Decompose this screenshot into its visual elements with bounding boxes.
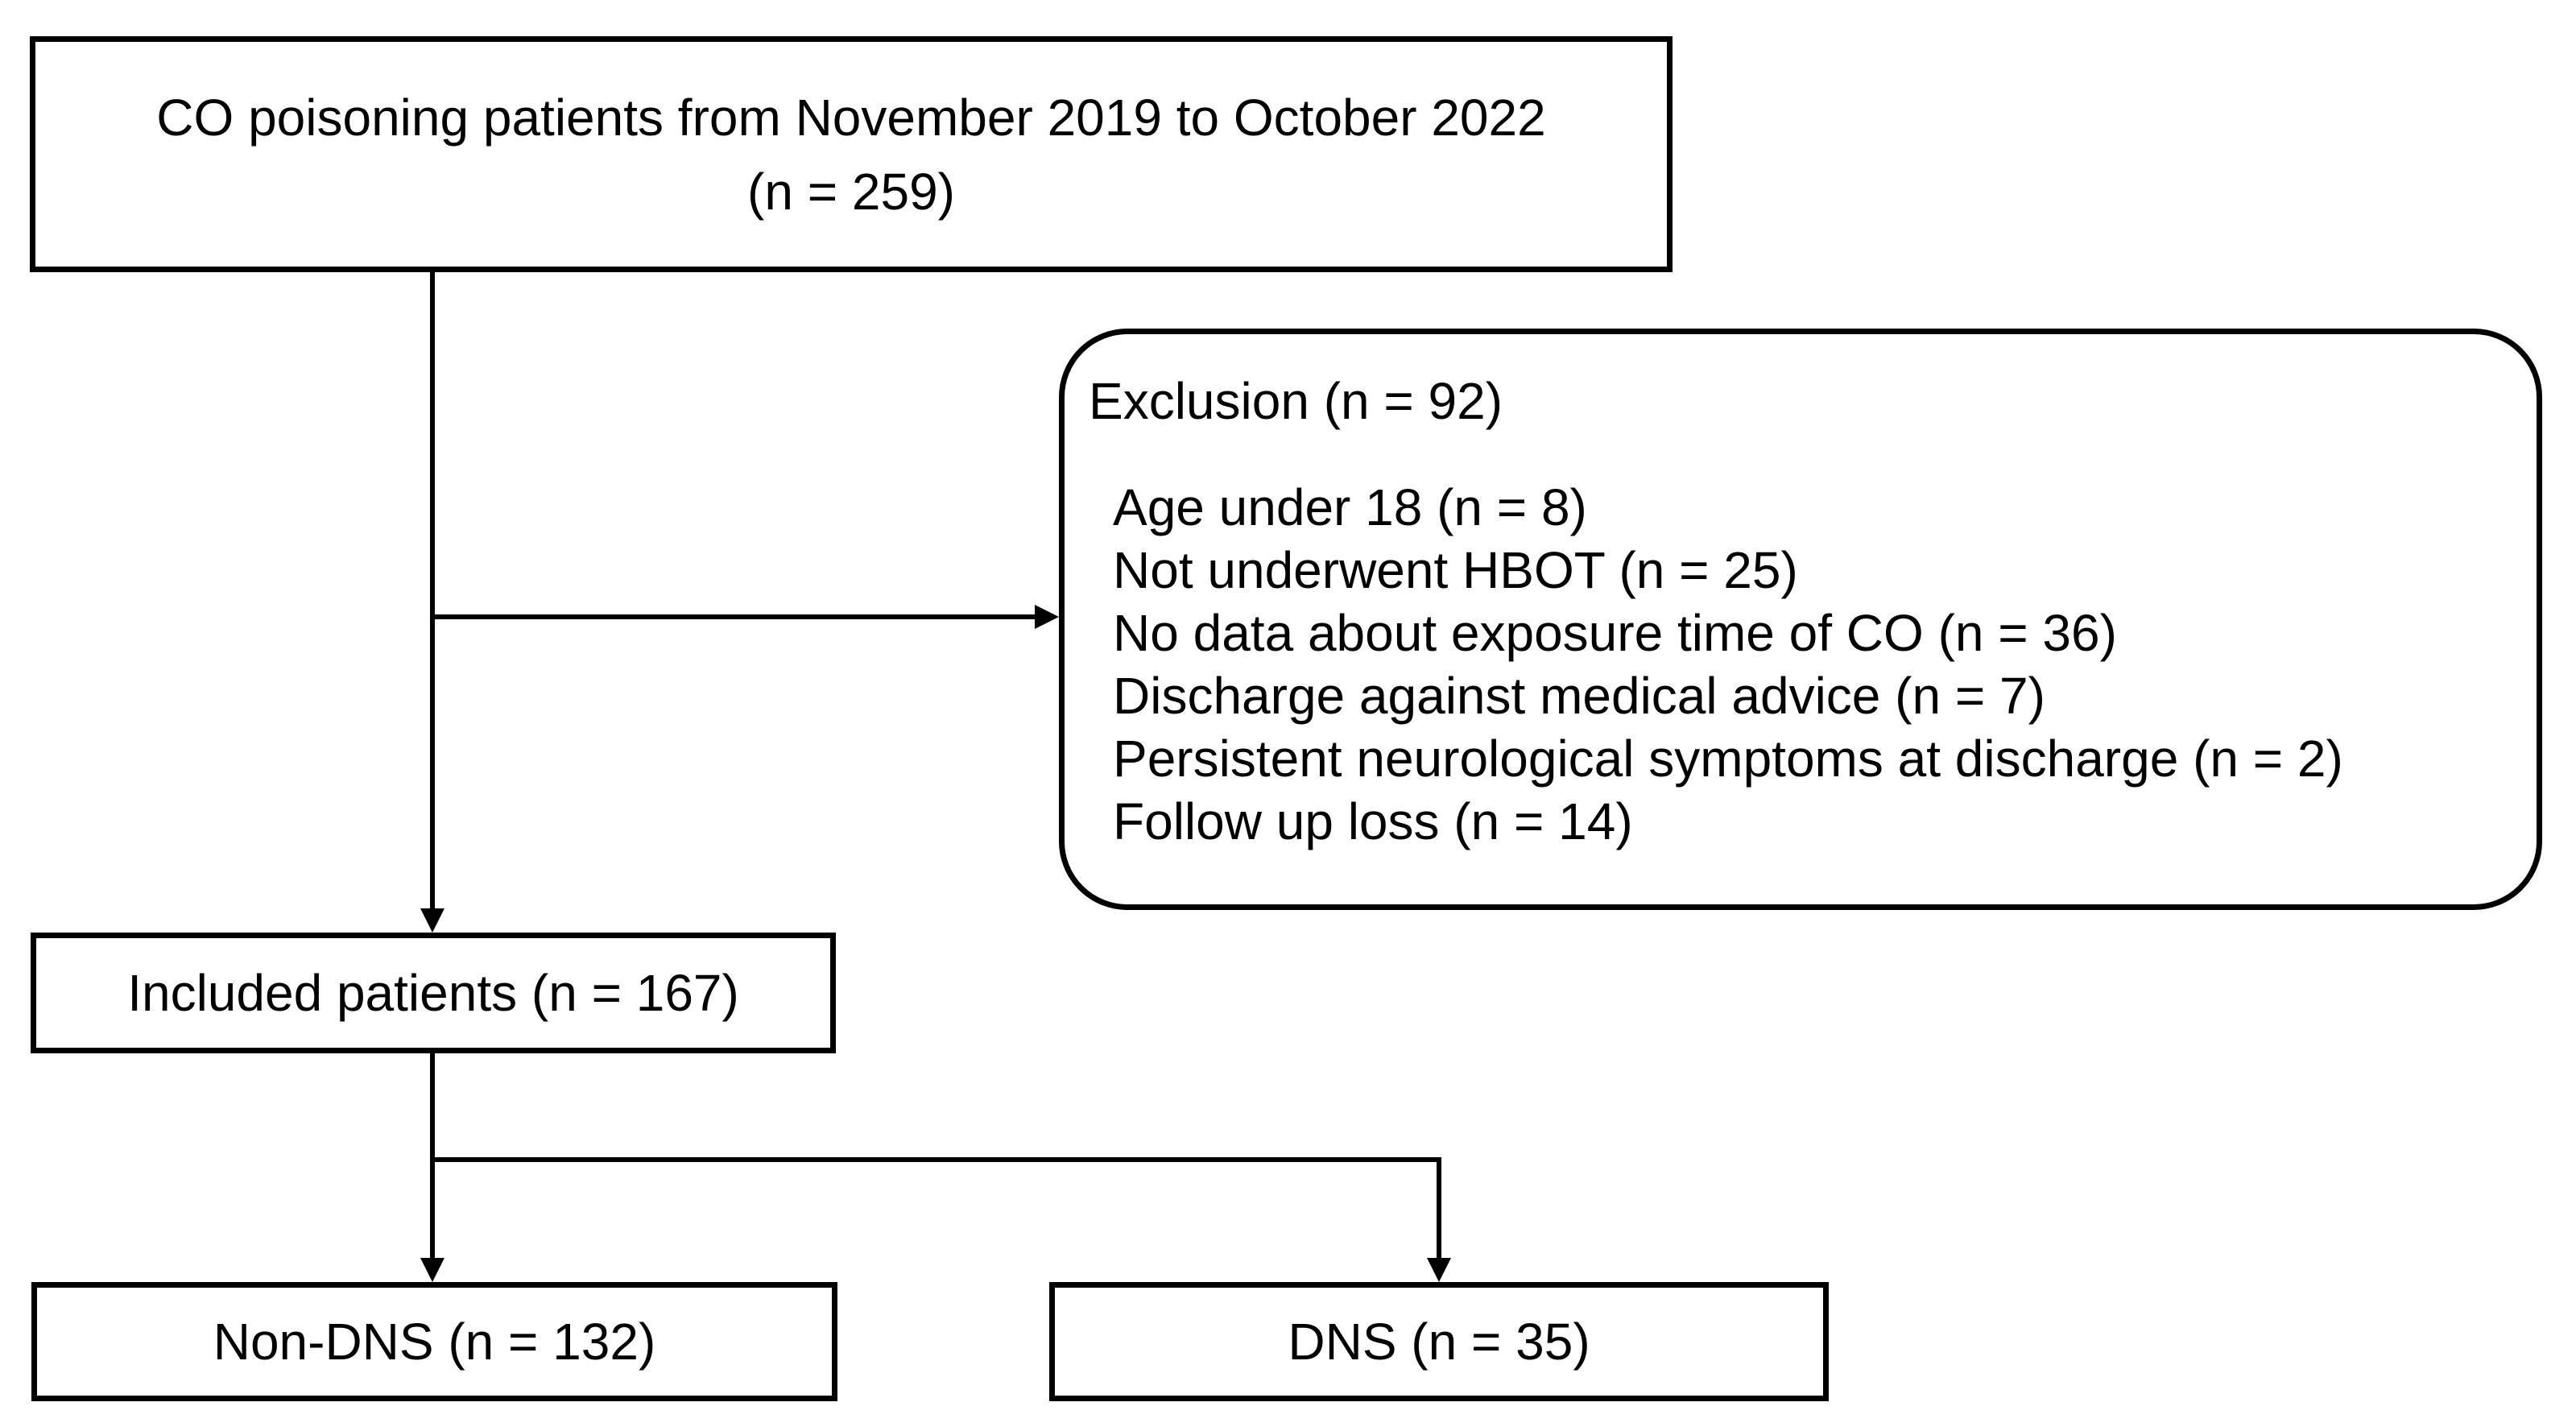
connector-to-exclusion bbox=[430, 614, 1035, 619]
arrowhead-into-non-dns-icon bbox=[420, 1258, 444, 1282]
exclusion-title: Exclusion (n = 92) bbox=[1089, 372, 1503, 430]
arrowhead-into-included-icon bbox=[420, 908, 444, 933]
connector-source-to-included bbox=[430, 272, 435, 908]
exclusion-item-discharge: Discharge against medical advice (n = 7) bbox=[1113, 667, 2045, 725]
source-population-count: (n = 259) bbox=[747, 162, 955, 221]
source-population-box: CO poisoning patients from November 2019… bbox=[30, 36, 1673, 272]
included-patients-box: Included patients (n = 167) bbox=[31, 933, 836, 1053]
dns-box: DNS (n = 35) bbox=[1049, 1282, 1829, 1401]
connector-branch-horizontal bbox=[430, 1157, 1439, 1162]
connector-branch-to-dns bbox=[1437, 1157, 1441, 1258]
connector-included-to-branch bbox=[430, 1053, 435, 1162]
exclusion-list: Age under 18 (n = 8) Not underwent HBOT … bbox=[1089, 476, 2512, 853]
non-dns-label: Non-DNS (n = 132) bbox=[213, 1313, 656, 1371]
source-population-text: CO poisoning patients from November 2019… bbox=[156, 88, 1546, 147]
exclusion-item-exposure: No data about exposure time of CO (n = 3… bbox=[1113, 604, 2117, 662]
included-patients-label: Included patients (n = 167) bbox=[127, 964, 739, 1022]
exclusion-item-hbot: Not underwent HBOT (n = 25) bbox=[1113, 541, 1798, 599]
arrowhead-into-exclusion-icon bbox=[1035, 605, 1059, 629]
dns-label: DNS (n = 35) bbox=[1288, 1313, 1590, 1371]
exclusion-item-followup: Follow up loss (n = 14) bbox=[1113, 792, 1633, 850]
arrowhead-into-dns-icon bbox=[1427, 1258, 1451, 1282]
non-dns-box: Non-DNS (n = 132) bbox=[31, 1282, 837, 1401]
connector-branch-to-non-dns bbox=[430, 1157, 435, 1258]
exclusion-box: Exclusion (n = 92) Age under 18 (n = 8) … bbox=[1059, 329, 2542, 910]
exclusion-item-age: Age under 18 (n = 8) bbox=[1113, 478, 1587, 536]
exclusion-item-symptoms: Persistent neurological symptoms at disc… bbox=[1113, 730, 2343, 788]
